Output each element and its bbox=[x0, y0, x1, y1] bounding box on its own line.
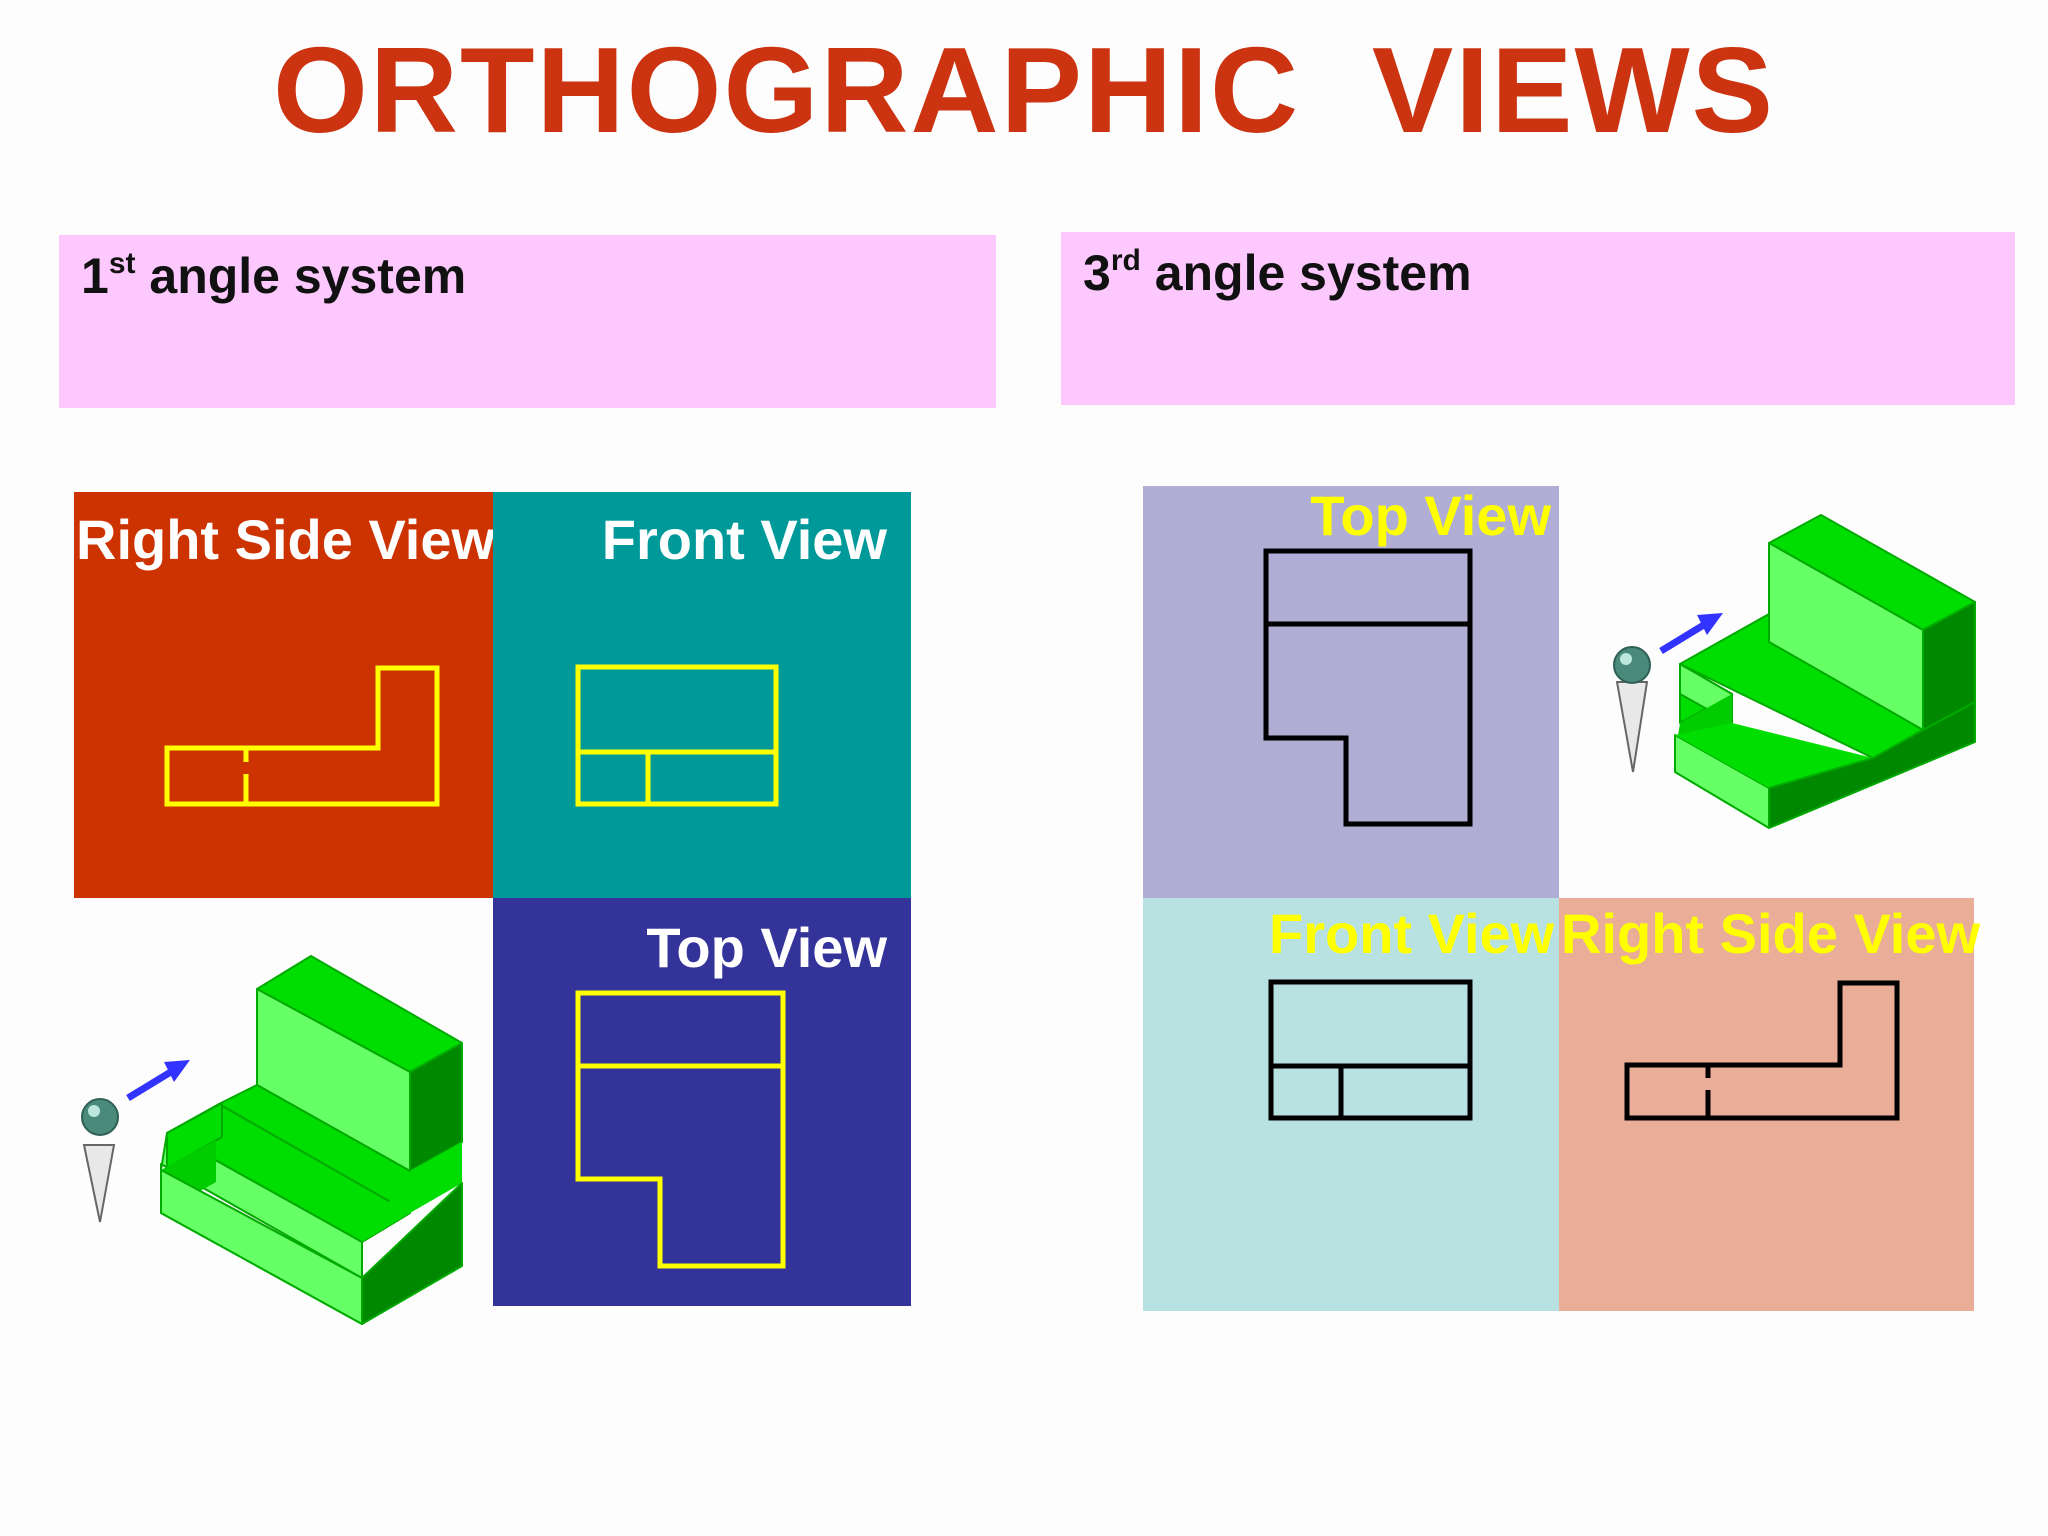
third-angle-top-label: Top View bbox=[1310, 484, 1551, 547]
third-angle-suffix: rd bbox=[1110, 244, 1141, 277]
view-direction-arrow-icon bbox=[1659, 613, 1723, 654]
first-angle-front-drawing bbox=[575, 664, 779, 807]
right-side-outline bbox=[164, 665, 440, 807]
first-angle-top-panel: Top View bbox=[493, 898, 911, 1306]
third-top-outline bbox=[1263, 548, 1473, 827]
third-angle-right-side-panel: Right Side View bbox=[1559, 898, 1980, 1311]
first-angle-number: 1 bbox=[81, 248, 109, 304]
front-outline bbox=[575, 664, 779, 807]
first-angle-text: angle system bbox=[135, 248, 467, 304]
first-angle-right-side-panel: Right Side View bbox=[74, 492, 496, 898]
third-front-outline bbox=[1268, 979, 1473, 1121]
third-angle-isometric-figure bbox=[1613, 514, 1976, 829]
isometric-block-icon bbox=[1674, 514, 1976, 829]
first-angle-system-label: 1st angle system bbox=[81, 247, 466, 305]
third-angle-system-label: 3rd angle system bbox=[1083, 244, 1472, 302]
third-angle-front-label: Front View bbox=[1269, 902, 1555, 965]
observer-icon bbox=[1613, 646, 1651, 773]
front-inner-lines bbox=[578, 749, 776, 804]
first-angle-suffix: st bbox=[108, 247, 136, 280]
third-right-side-outline bbox=[1624, 980, 1900, 1121]
third-angle-top-panel: Top View bbox=[1143, 486, 1559, 898]
third-angle-text: angle system bbox=[1140, 245, 1472, 301]
view-direction-arrow-icon bbox=[126, 1060, 190, 1101]
first-angle-front-panel: Front View bbox=[493, 492, 911, 898]
third-angle-right-side-drawing bbox=[1624, 980, 1900, 1121]
first-angle-right-side-label: Right Side View bbox=[76, 508, 496, 571]
first-angle-top-drawing bbox=[575, 990, 786, 1269]
first-angle-isometric-figure bbox=[81, 955, 463, 1325]
top-outline bbox=[575, 990, 786, 1269]
first-angle-right-side-drawing bbox=[164, 665, 440, 807]
first-angle-top-label: Top View bbox=[646, 916, 887, 979]
third-front-inner-lines bbox=[1271, 1063, 1470, 1118]
observer-icon bbox=[81, 1098, 119, 1223]
third-angle-right-side-label: Right Side View bbox=[1561, 902, 1981, 965]
third-angle-system-box: 3rd angle system bbox=[1061, 232, 2015, 405]
first-angle-system-box: 1st angle system bbox=[59, 235, 996, 408]
isometric-block-icon bbox=[160, 955, 463, 1325]
third-angle-number: 3 bbox=[1083, 245, 1111, 301]
page-title: ORTHOGRAPHIC VIEWS bbox=[272, 22, 1776, 158]
third-angle-top-drawing bbox=[1263, 548, 1473, 827]
first-angle-front-label: Front View bbox=[601, 508, 887, 571]
third-angle-front-panel: Front View bbox=[1143, 898, 1559, 1311]
third-angle-front-drawing bbox=[1268, 979, 1473, 1121]
